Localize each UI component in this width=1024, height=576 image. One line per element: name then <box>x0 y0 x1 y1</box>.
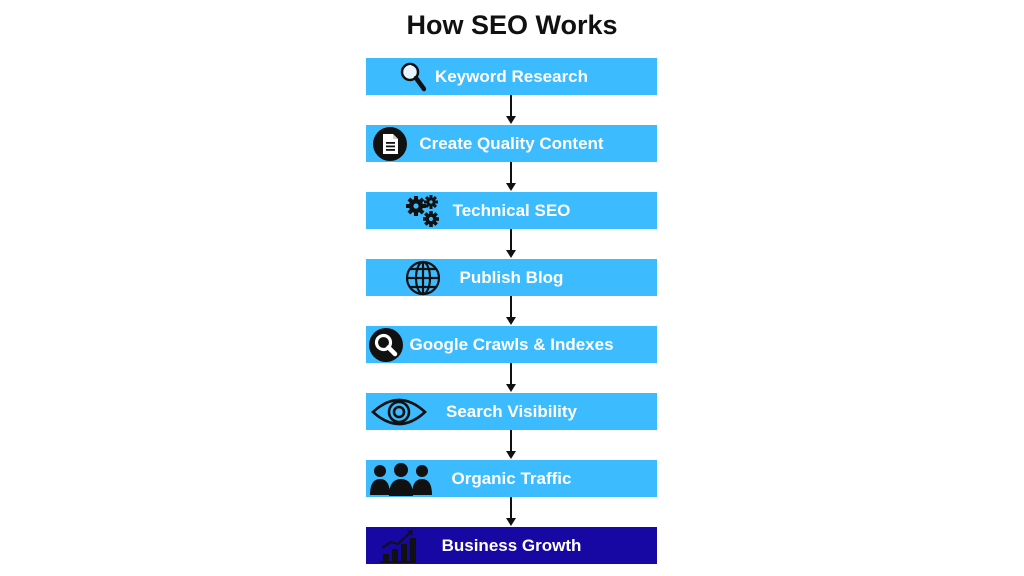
step-publish-blog: Publish Blog <box>366 259 657 296</box>
step-label: Google Crawls & Indexes <box>409 334 614 354</box>
step-label: Keyword Research <box>434 66 589 86</box>
step-search-visibility: Search Visibility <box>366 393 657 430</box>
document-icon <box>372 125 408 162</box>
step-label: Business Growth <box>441 535 582 555</box>
flow-arrow <box>366 95 657 125</box>
step-label: Search Visibility <box>445 401 578 421</box>
search-circle-icon <box>368 326 404 363</box>
step-label: Publish Blog <box>459 267 564 287</box>
step-google-crawls-indexes: Google Crawls & Indexes <box>366 326 657 363</box>
step-business-growth: Business Growth <box>366 527 657 564</box>
flow-arrow <box>366 430 657 460</box>
step-label: Technical SEO <box>452 200 571 220</box>
flow-arrow <box>366 363 657 393</box>
step-label: Create Quality Content <box>419 133 604 153</box>
eye-icon <box>370 393 428 430</box>
people-icon <box>368 460 434 497</box>
flow-arrow <box>366 162 657 192</box>
flow-arrow <box>366 497 657 527</box>
growth-chart-icon <box>378 527 418 564</box>
flow-arrow <box>366 296 657 326</box>
gears-icon <box>404 192 442 229</box>
globe-icon <box>404 259 442 296</box>
flow-arrow <box>366 229 657 259</box>
step-organic-traffic: Organic Traffic <box>366 460 657 497</box>
seo-flowchart: Keyword Research Create Quality Content <box>366 58 657 564</box>
step-create-quality-content: Create Quality Content <box>366 125 657 162</box>
magnifier-icon <box>400 58 426 95</box>
step-keyword-research: Keyword Research <box>366 58 657 95</box>
step-label: Organic Traffic <box>451 468 572 488</box>
diagram-title: How SEO Works <box>406 10 618 40</box>
step-technical-seo: Technical SEO <box>366 192 657 229</box>
